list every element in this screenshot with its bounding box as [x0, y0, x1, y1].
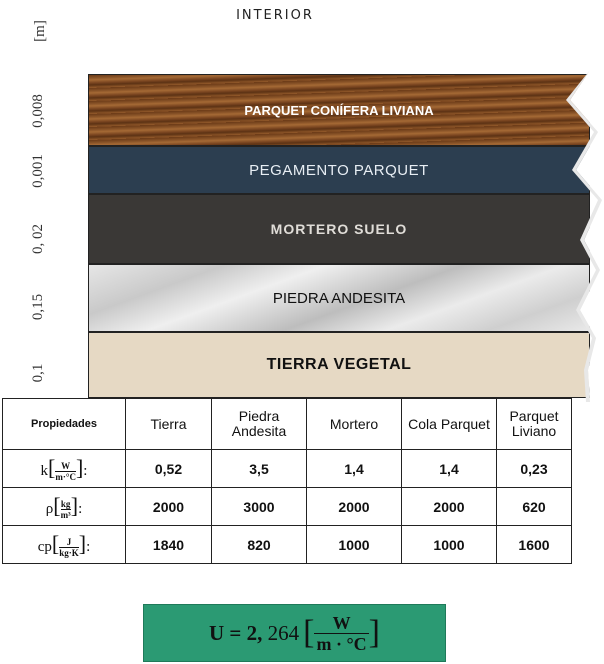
cut-edge-graphic: [566, 70, 602, 402]
table-cell: 1000: [306, 525, 402, 564]
u-unit-denominator: m · °C: [314, 632, 369, 654]
bracket-right-icon: ]: [75, 454, 84, 480]
table-cell: 2000: [306, 487, 402, 526]
table-cell: 1000: [401, 525, 497, 564]
layer-mortero-label: MORTERO SUELO: [270, 221, 408, 237]
thickness-label-mortero: 0, 02: [30, 224, 46, 254]
layer-pegamento: PEGAMENTO PARQUET: [88, 146, 590, 194]
bracket-left-icon: [: [48, 454, 56, 480]
table-cell: 2000: [125, 487, 212, 526]
thickness-label-pegamento: 0,001: [30, 154, 46, 188]
unit-denominator: kg·K: [59, 547, 79, 559]
header-cola: Cola Parquet: [401, 398, 497, 450]
layer-pegamento-label: PEGAMENTO PARQUET: [249, 161, 429, 179]
unit-denominator: m·°C: [55, 471, 76, 483]
layer-parquet: PARQUET CONÍFERA LIVIANA: [88, 74, 590, 146]
table-cell: 1,4: [306, 449, 402, 488]
u-value-result: U = 2, 264 [ W m · °C ]: [143, 604, 446, 662]
u-value-number: 264: [267, 620, 300, 645]
bracket-left-icon: [: [53, 492, 61, 518]
axis-unit-label: [m]: [32, 20, 48, 42]
properties-table: Propiedades Tierra Piedra Andesita Morte…: [2, 398, 572, 564]
bracket-right-icon: ]: [78, 530, 87, 556]
table-cell: 620: [496, 487, 572, 526]
header-tierra: Tierra: [125, 398, 212, 450]
unit-numerator: kg: [60, 499, 71, 510]
table-cell: 2000: [401, 487, 497, 526]
u-value-lhs: U = 2,: [209, 620, 263, 645]
unit-numerator: J: [66, 537, 72, 548]
header-parquet: Parquet Liviano: [496, 398, 572, 450]
header-mortero: Mortero: [306, 398, 402, 450]
property-symbol: cp: [37, 538, 52, 555]
layer-tierra: TIERRA VEGETAL: [88, 332, 590, 398]
unit-numerator: W: [61, 461, 71, 472]
header-propiedades: Propiedades: [2, 398, 126, 450]
layer-piedra: PIEDRA ANDESITA: [88, 264, 590, 332]
layer-mortero: MORTERO SUELO: [88, 194, 590, 264]
unit-denominator: m³: [60, 509, 71, 521]
bracket-left-icon: [: [51, 530, 60, 556]
table-cell: 0,23: [496, 449, 572, 488]
table-cell: 3,5: [211, 449, 307, 488]
table-cell: 3000: [211, 487, 307, 526]
table-cell: 0,52: [125, 449, 212, 488]
bracket-right-icon: ]: [368, 614, 380, 651]
u-unit-numerator: W: [332, 612, 351, 633]
thickness-label-parquet: 0,008: [30, 94, 46, 128]
thickness-label-piedra: 0,15: [30, 293, 46, 321]
layer-tierra-label: TIERRA VEGETAL: [266, 356, 412, 373]
layer-parquet-label: PARQUET CONÍFERA LIVIANA: [244, 102, 434, 118]
table-cell: 1,4: [401, 449, 497, 488]
table-cell: 820: [211, 525, 307, 564]
header-piedra: Piedra Andesita: [211, 398, 307, 450]
bracket-left-icon: [: [303, 614, 315, 651]
diagram-title: INTERIOR: [236, 8, 314, 23]
bracket-right-icon: ]: [70, 492, 79, 518]
layer-piedra-label: PIEDRA ANDESITA: [272, 289, 406, 307]
thickness-label-tierra: 0,1: [30, 363, 46, 383]
property-symbol: k: [40, 462, 49, 479]
table-cell: 1600: [496, 525, 572, 564]
property-symbol: ρ: [45, 500, 54, 517]
table-cell: 1840: [125, 525, 212, 564]
